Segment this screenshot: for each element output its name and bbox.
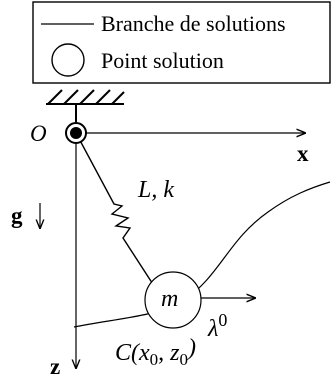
point-z0-var: z — [169, 340, 180, 366]
gravity-label: g — [11, 203, 23, 228]
point-x0-sub: 0 — [150, 350, 159, 369]
pivot-inner — [70, 127, 82, 139]
point-x0-var: x — [138, 340, 150, 366]
solution-branch-curve — [73, 181, 331, 328]
x-axis-label: x — [297, 141, 309, 166]
spring-label: L, k — [137, 177, 174, 203]
point-label: C(x0, z0) — [115, 335, 196, 369]
spring — [75, 132, 159, 293]
mass-label: m — [161, 286, 178, 312]
lambda-symbol: λ — [207, 316, 218, 342]
point-comma: , — [158, 340, 170, 366]
origin-label: O — [30, 121, 47, 146]
point-suffix: ) — [186, 335, 196, 361]
legend-point-swatch — [51, 43, 85, 77]
point-z0-sub: 0 — [180, 350, 189, 369]
lambda-subscript: 0 — [218, 310, 227, 330]
point-prefix: C( — [115, 340, 141, 366]
z-axis-label: z — [50, 354, 60, 376]
legend: Branche de solutions Point solution — [32, 1, 331, 84]
mass-circle — [144, 271, 202, 329]
legend-frame — [32, 1, 331, 84]
lambda-label: λ0 — [207, 310, 227, 342]
fixed-support — [46, 89, 125, 105]
legend-point-label: Point solution — [101, 48, 224, 73]
legend-branch-label: Branche de solutions — [101, 11, 286, 36]
